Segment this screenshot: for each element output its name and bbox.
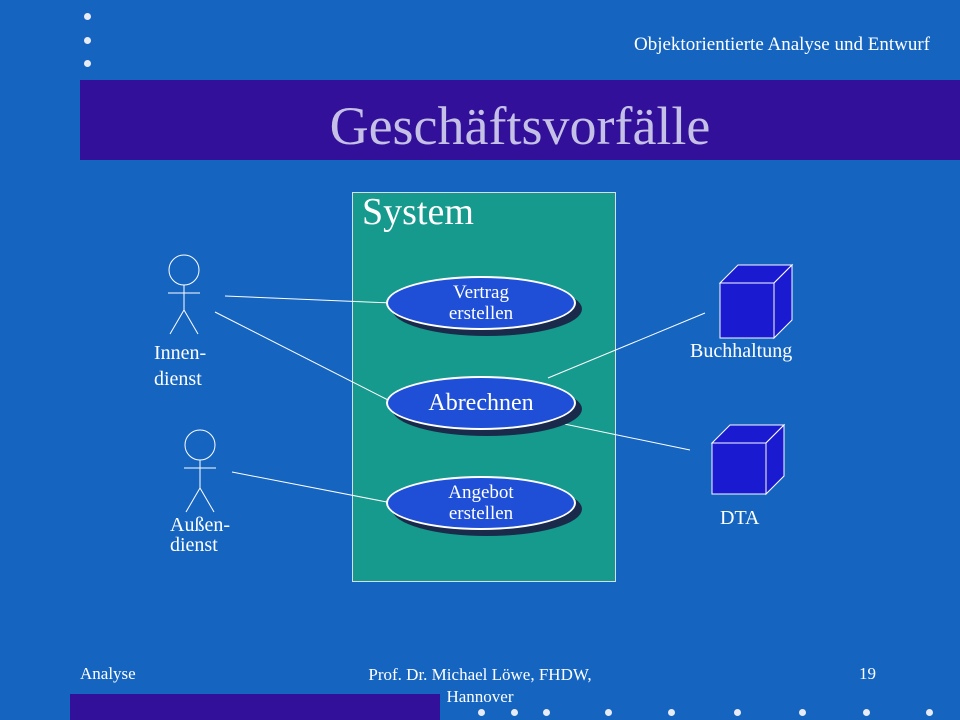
use-case-abrechnen: Abrechnen	[386, 376, 576, 430]
course-title: Objektorientierte Analyse und Entwurf	[633, 34, 930, 55]
system-label: System	[362, 191, 474, 233]
use-case-label: Abrechnen	[428, 389, 534, 416]
decorative-dot	[799, 709, 806, 716]
actor-label-innendienst: Innen- dienst	[154, 340, 206, 392]
decorative-dot	[543, 709, 550, 716]
use-case-label: erstellen	[448, 303, 514, 324]
association-line	[214, 311, 393, 403]
decorative-dot	[478, 709, 485, 716]
decorative-dot	[926, 709, 933, 716]
decorative-dot	[734, 709, 741, 716]
footer-section-label: Analyse	[80, 664, 136, 683]
use-case-angebot-erstellen: Angebot erstellen	[386, 476, 576, 530]
node-label-dta: DTA	[720, 507, 760, 529]
use-case-label: erstellen	[448, 503, 514, 524]
decorative-dot	[605, 709, 612, 716]
use-case-label: Angebot	[448, 482, 514, 503]
decorative-dot	[511, 709, 518, 716]
actor-label-line: Innen-	[154, 342, 207, 364]
association-line	[231, 471, 393, 504]
footer-bar	[70, 694, 440, 720]
actor-innendienst-figure	[168, 254, 200, 335]
node-dta-cube	[710, 423, 786, 496]
page-number: 19	[859, 664, 876, 683]
slide-title: Geschäftsvorfälle	[329, 96, 711, 156]
actor-label-line: dienst	[170, 534, 218, 556]
node-label-buchhaltung: Buchhaltung	[690, 340, 793, 362]
decorative-dot	[84, 13, 91, 20]
actor-label-line: Außen-	[170, 514, 230, 536]
association-line	[544, 419, 691, 451]
decorative-dot	[668, 709, 675, 716]
node-buchhaltung-cube	[718, 263, 794, 340]
actor-label-aussendienst: Außen- dienst	[170, 515, 230, 555]
decorative-dot	[84, 60, 91, 67]
actor-aussendienst-figure	[184, 429, 216, 513]
title-bar	[80, 80, 960, 160]
footer-author-line: Hannover	[446, 687, 514, 706]
footer-author: Prof. Dr. Michael Löwe, FHDW, Hannover	[330, 664, 630, 708]
decorative-dot	[84, 37, 91, 44]
use-case-vertrag-erstellen: Vertrag erstellen	[386, 276, 576, 330]
footer-author-line: Prof. Dr. Michael Löwe, FHDW,	[368, 665, 592, 684]
decorative-dot	[863, 709, 870, 716]
actor-label-line: dienst	[154, 368, 202, 390]
association-line	[547, 312, 706, 379]
association-line	[224, 295, 393, 304]
use-case-label: Vertrag	[453, 282, 509, 303]
